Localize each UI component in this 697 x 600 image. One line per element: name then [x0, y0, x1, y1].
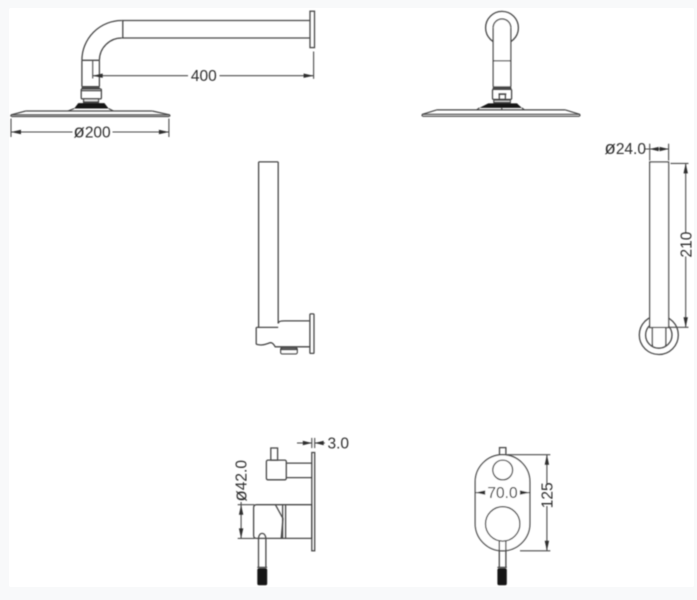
svg-text:ø24.0: ø24.0	[605, 137, 647, 158]
svg-text:210: 210	[678, 231, 695, 257]
svg-text:70.0: 70.0	[487, 485, 518, 502]
svg-text:400: 400	[191, 68, 217, 85]
svg-text:3.0: 3.0	[328, 435, 350, 452]
svg-text:ø200: ø200	[74, 120, 112, 141]
svg-text:125: 125	[539, 482, 556, 508]
svg-text:ø42.0: ø42.0	[230, 460, 251, 502]
